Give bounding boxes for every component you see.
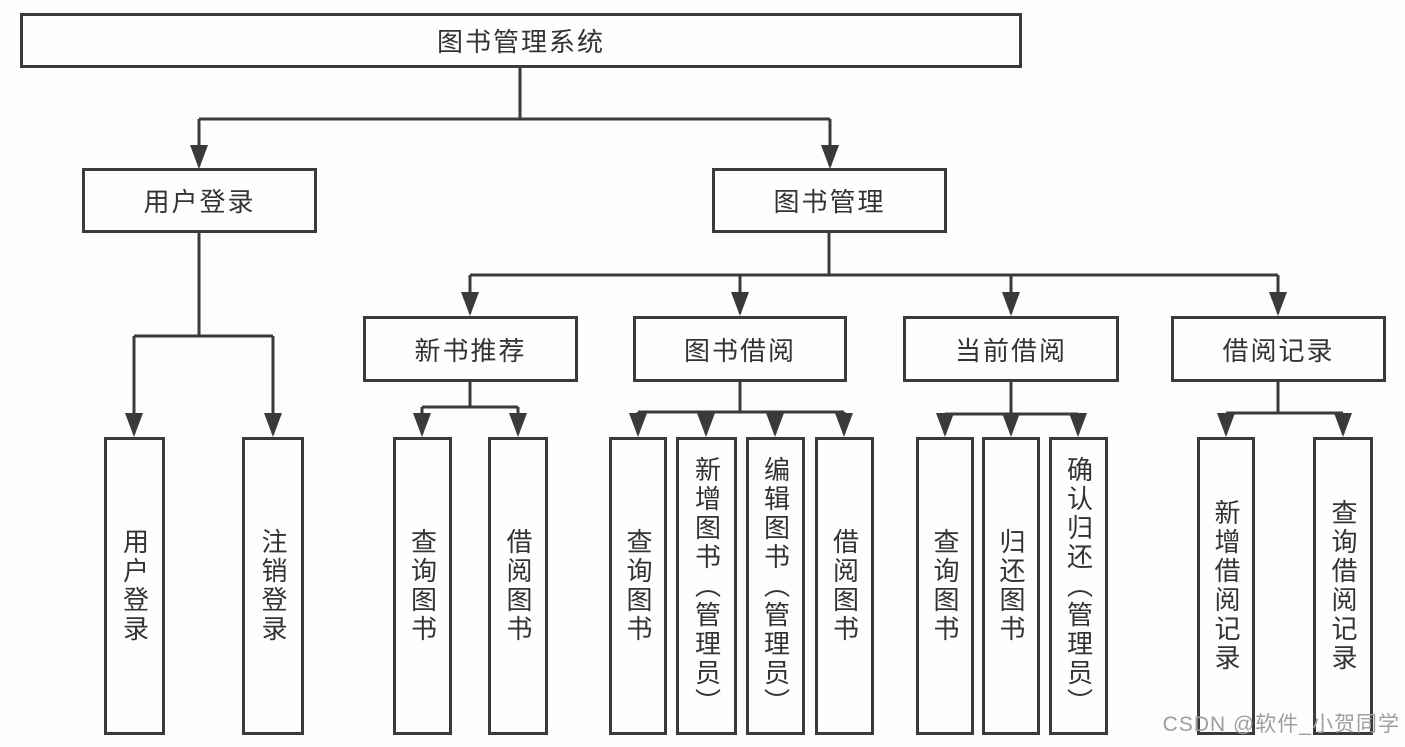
node-leaf-query-borrow-record: 查询借阅记录: [1313, 437, 1373, 735]
node-leaf-query-books-2: 查询图书: [609, 437, 667, 735]
node-borrowing-records: 借阅记录: [1171, 316, 1386, 382]
connector-book-borrowing-children: [629, 382, 853, 437]
node-leaf-logout: 注销登录: [242, 437, 304, 735]
connector-root-to-level2: [190, 68, 839, 169]
node-leaf-user-login: 用户登录: [104, 437, 165, 735]
node-current-borrowing: 当前借阅: [903, 316, 1119, 382]
node-leaf-return-books: 归还图书: [982, 437, 1040, 735]
connector-current-borrowing-children: [936, 382, 1087, 437]
node-leaf-add-borrow-record: 新增借阅记录: [1197, 437, 1255, 735]
connector-book-management-children: [461, 232, 1287, 316]
node-leaf-add-books-admin: 新增图书（管理员）: [676, 437, 737, 735]
connector-borrowing-records-children: [1217, 382, 1352, 437]
node-user-login: 用户登录: [82, 168, 317, 233]
node-leaf-query-books-1: 查询图书: [393, 437, 452, 735]
node-leaf-borrow-books-2: 借阅图书: [815, 437, 874, 735]
node-book-borrowing: 图书借阅: [633, 316, 847, 382]
node-leaf-query-books-3: 查询图书: [916, 437, 974, 735]
node-book-management: 图书管理: [712, 168, 947, 233]
node-leaf-edit-books-admin: 编辑图书（管理员）: [746, 437, 805, 735]
watermark-text: CSDN @软件_小贺同学: [1162, 713, 1400, 736]
node-leaf-borrow-books-1: 借阅图书: [488, 437, 548, 735]
node-leaf-confirm-return-admin: 确认归还（管理员）: [1049, 437, 1108, 735]
connector-new-book-recommend-children: [413, 382, 527, 437]
connector-user-login-children: [125, 233, 282, 437]
node-new-book-recommend: 新书推荐: [363, 316, 578, 382]
node-root: 图书管理系统: [20, 13, 1022, 68]
